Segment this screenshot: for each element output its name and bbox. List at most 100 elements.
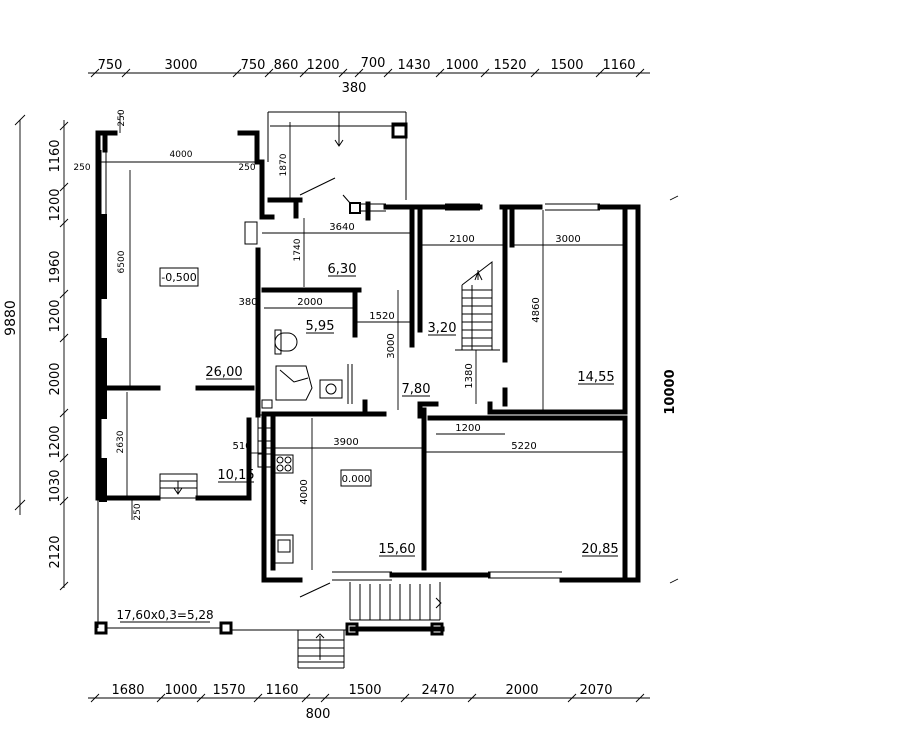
level-ground: 0.000 (342, 474, 371, 485)
bottom-tick (196, 693, 206, 703)
bottom-tick (90, 693, 100, 703)
top-tick (480, 68, 490, 78)
left-tick (59, 182, 69, 192)
windows (100, 150, 600, 581)
top-dimension-chain: 750 3000 750 860 1200 700 1430 1000 1520… (88, 56, 650, 96)
bottom-dim-6: 2000 (505, 683, 538, 698)
left-dim-3: 1200 (48, 299, 63, 332)
bottom-dim-0: 1680 (111, 683, 144, 698)
top-tick (338, 68, 348, 78)
dim-1520: 1520 (369, 311, 394, 322)
top-tick (121, 68, 131, 78)
area-kitchen: 15,60 (378, 542, 415, 557)
area-hall: 6,30 (328, 262, 357, 277)
left-tick (59, 581, 69, 591)
dim-4860: 4860 (531, 297, 542, 322)
dim-1740: 1740 (293, 238, 303, 261)
top-tick (383, 68, 393, 78)
top-tick (264, 68, 274, 78)
left-dimension-chain: 1160 1200 1960 1200 2000 1200 1030 2120 … (3, 114, 69, 591)
interior-dimensions: 4000 250 250 250 250 6500 2630 1870 1740… (73, 109, 625, 570)
dim-3900: 3900 (333, 437, 358, 448)
bottom-dim-7: 2070 (579, 683, 612, 698)
dim-1870: 1870 (279, 153, 289, 176)
bottom-tick (567, 693, 577, 703)
dim-250-c: 250 (117, 109, 127, 126)
dim-3000-r: 3000 (555, 234, 580, 245)
left-dim-4: 2000 (48, 362, 63, 395)
bottom-dim-sub: 800 (306, 707, 331, 722)
level-box-terrace (159, 267, 199, 287)
vent-icon (261, 399, 273, 409)
top-dim-7: 1000 (445, 58, 478, 73)
room-labels: -0,500 0.000 26,00 10,15 6,30 5,95 3,20 … (116, 262, 619, 623)
dim-2630: 2630 (116, 430, 126, 453)
left-tick (59, 333, 69, 343)
bottom-dim-4: 1500 (348, 683, 381, 698)
area-terrace-large: 26,00 (205, 365, 242, 380)
bottom-tick (253, 693, 263, 703)
top-dim-1: 3000 (164, 58, 197, 73)
dim-3640: 3640 (329, 222, 354, 233)
top-tick (90, 68, 100, 78)
top-dim-6: 1430 (397, 58, 430, 73)
bottom-dim-5: 2470 (421, 683, 454, 698)
left-dim-7: 2120 (48, 535, 63, 568)
dim-510: 510 (232, 441, 251, 452)
area-room-ne: 14,55 (577, 370, 614, 385)
top-dim-2: 750 (241, 58, 266, 73)
bottom-tick (400, 693, 410, 703)
bathroom-fixtures (257, 329, 353, 564)
dim-1200: 1200 (455, 423, 480, 434)
area-corridor: 7,80 (402, 382, 431, 397)
dim-250-d: 250 (133, 503, 143, 520)
dim-5220: 5220 (511, 441, 536, 452)
top-dim-4: 1200 (306, 58, 339, 73)
dim-3000-v: 3000 (386, 333, 397, 358)
dim-1380: 1380 (464, 363, 475, 388)
level-box-ground (340, 469, 372, 487)
bottom-dim-3: 1160 (265, 683, 298, 698)
top-dim-sub: 380 (342, 81, 367, 96)
left-tick (59, 121, 69, 131)
left-tick (59, 289, 69, 299)
area-living: 20,85 (581, 542, 618, 557)
top-dim-8: 1520 (493, 58, 526, 73)
area-stair: 3,20 (428, 321, 457, 336)
top-tick (530, 68, 540, 78)
left-dim-0: 1160 (48, 139, 63, 172)
right-tick-top (669, 195, 679, 201)
top-dim-5: 700 (361, 56, 386, 71)
terrace-left-wall (95, 130, 161, 501)
bottom-dimension-chain: 1680 1000 1570 1160 1500 2470 2000 2070 … (88, 683, 650, 722)
bottom-tick (320, 693, 330, 703)
right-dim-total: 10000 (663, 369, 678, 414)
area-bath: 5,95 (306, 319, 335, 334)
bottom-tick (467, 693, 477, 703)
house-west-wall (261, 412, 303, 583)
toilet-icon (274, 332, 298, 352)
stove-icon (274, 454, 294, 474)
top-dim-10: 1160 (602, 58, 635, 73)
level-terrace: -0,500 (161, 271, 196, 284)
dim-2100: 2100 (449, 234, 474, 245)
kitchen-sink-icon (274, 534, 294, 564)
footnote-calc: 17,60x0,3=5,28 (116, 608, 213, 622)
dim-250-a: 250 (73, 163, 90, 173)
bottom-tick (301, 693, 311, 703)
top-dim-9: 1500 (550, 58, 583, 73)
house-east-wall (559, 204, 641, 583)
dim-250-b: 250 (238, 163, 255, 173)
left-tick (59, 408, 69, 418)
top-tick (232, 68, 242, 78)
bottom-dim-1: 1000 (164, 683, 197, 698)
sink-icon (319, 379, 343, 399)
top-tick (354, 68, 364, 78)
left-dim-1: 1200 (48, 188, 63, 221)
dim-4000-top: 4000 (170, 150, 193, 160)
dim-2000: 2000 (297, 297, 322, 308)
left-tick (59, 496, 69, 506)
bottom-dim-2: 1570 (212, 683, 245, 698)
left-dim-2: 1960 (48, 250, 63, 283)
